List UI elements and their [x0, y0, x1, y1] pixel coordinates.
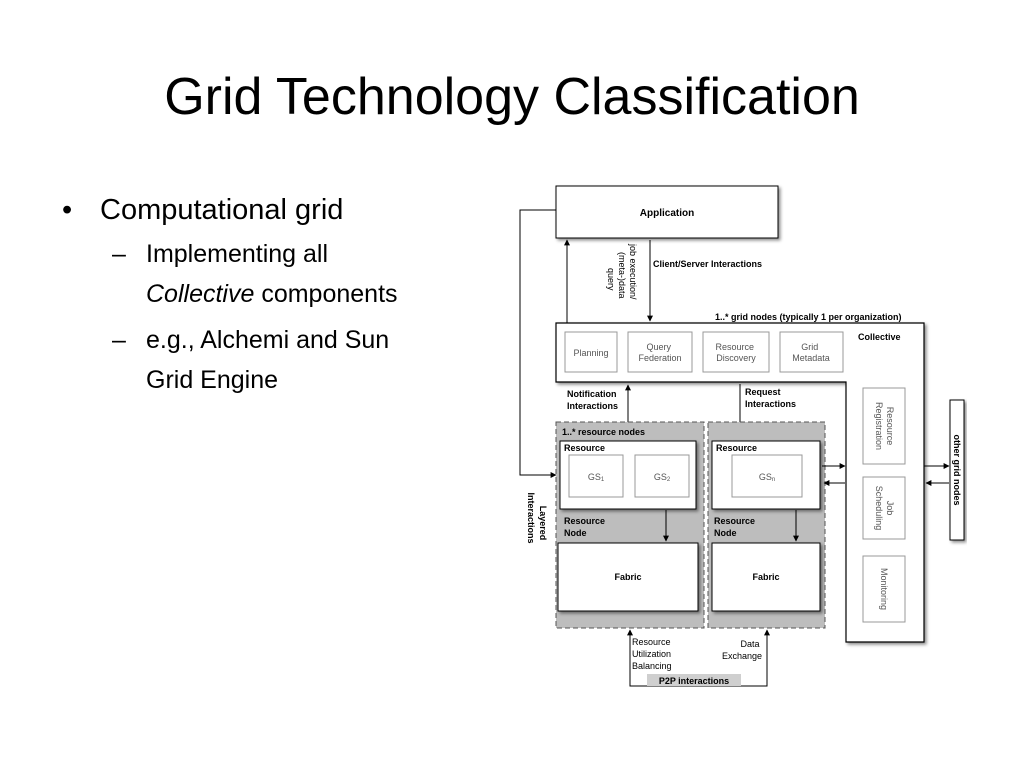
job-scheduling-box	[862, 476, 906, 540]
application-box	[555, 185, 779, 239]
bullet-text: Computational grid	[100, 194, 344, 226]
sub-bullet-item: – Implementing all Collective components	[62, 234, 482, 314]
sub-bullet-text: Grid Engine	[146, 366, 279, 394]
other-grid-nodes-label: other grid nodes	[952, 434, 962, 505]
bullet-item: • Computational grid	[62, 188, 482, 232]
grid-architecture-diagram: Application job execution/ (meta-)data q…	[519, 185, 965, 687]
fabric-box-2	[711, 542, 821, 612]
job-scheduling-label: Job	[885, 501, 895, 516]
query-federation-box	[627, 331, 693, 373]
collective-label: Collective	[858, 332, 901, 342]
client-server-label: Client/Server Interactions	[653, 259, 762, 269]
resource-label: Resource	[716, 443, 757, 453]
bullet-list: • Computational grid – Implementing all …	[62, 188, 482, 400]
fabric-label: Fabric	[752, 572, 779, 582]
dash-marker: –	[112, 326, 126, 354]
grid-metadata-box	[779, 331, 844, 373]
planning-box	[564, 331, 618, 373]
query-federation-label: Query Federation	[638, 342, 681, 363]
gs2-label: GS2	[654, 472, 671, 483]
resource-registration-label: Resource	[885, 407, 895, 446]
sub-bullet-text: components	[254, 280, 398, 308]
grid-metadata-label: Grid Metadata	[792, 342, 830, 363]
p2p-interactions-label: P2P interactions	[659, 676, 729, 686]
p2p-label-background	[647, 674, 741, 686]
resource-registration-label: Registration	[874, 402, 884, 450]
resource-discovery-label: Resource Discovery	[715, 342, 756, 363]
resource-registration-box	[862, 387, 906, 465]
job-execution-label: (meta-)data	[617, 252, 627, 299]
layered-interactions-line	[519, 209, 557, 478]
grid-nodes-label: 1..* grid nodes (typically 1 per organiz…	[715, 312, 902, 322]
utilization-balancing-label: Resource Utilization Balancing	[632, 637, 674, 671]
sub-bullet-item: – e.g., Alchemi and Sun Grid Engine	[62, 320, 482, 400]
resource-nodes-label: 1..* resource nodes	[562, 427, 645, 437]
sub-bullet-text: e.g., Alchemi and Sun	[146, 326, 390, 354]
slide-title: Grid Technology Classification	[164, 68, 860, 126]
layered-interactions-label: Interactions	[526, 492, 536, 543]
monitoring-box	[862, 555, 906, 623]
resource-node-label: Resource Node	[564, 516, 608, 538]
data-exchange-label: Data Exchange	[722, 639, 762, 661]
resource-node-label: Resource Node	[714, 516, 758, 538]
layered-interactions-label: Layered	[538, 506, 548, 541]
bullet-marker: •	[62, 194, 73, 226]
monitoring-label: Monitoring	[879, 568, 889, 610]
application-label: Application	[640, 208, 694, 219]
other-grid-nodes-box	[949, 399, 965, 541]
fabric-label: Fabric	[614, 572, 641, 582]
dash-marker: –	[112, 240, 126, 268]
fabric-box-1	[557, 542, 699, 612]
gs1-box	[568, 454, 624, 498]
job-execution-label: query	[606, 268, 616, 291]
request-interactions-label: Request Interactions	[745, 387, 796, 409]
gs2-box	[634, 454, 690, 498]
resource-label: Resource	[564, 443, 605, 453]
sub-bullet-text: Implementing all	[146, 240, 329, 268]
sub-bullet-italic: Collective	[146, 280, 255, 308]
planning-label: Planning	[573, 348, 608, 358]
job-execution-label: job execution/	[628, 243, 638, 300]
gsn-label: GSn	[759, 472, 775, 483]
gs1-label: GS1	[588, 472, 605, 483]
notification-interactions-label: Notification Interactions	[567, 389, 619, 411]
resource-discovery-box	[702, 331, 770, 373]
job-scheduling-label: Scheduling	[874, 486, 884, 531]
gsn-box	[731, 454, 803, 498]
